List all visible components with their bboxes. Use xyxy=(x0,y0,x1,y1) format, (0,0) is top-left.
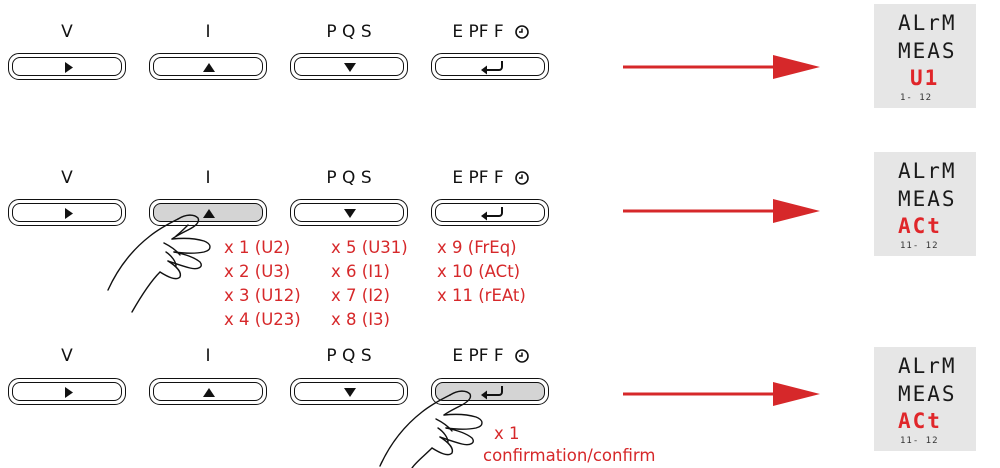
display-line-1: ALrM xyxy=(898,11,957,35)
press-count-item: x 10 (ACt) xyxy=(437,262,521,281)
press-count-item: x 1 (U2) xyxy=(224,238,291,257)
button-label-epff: E PF F xyxy=(452,168,504,188)
confirm-count: x 1 xyxy=(494,424,520,443)
display-line-1: ALrM xyxy=(898,354,957,378)
epff-button[interactable] xyxy=(431,199,549,226)
play-icon xyxy=(65,62,73,73)
display-line-3: ACt xyxy=(898,409,942,433)
display-line-3: ACt xyxy=(898,214,942,238)
button-label-epff: E PF F xyxy=(452,22,504,42)
clock-icon xyxy=(515,25,529,39)
press-count-item: x 7 (I2) xyxy=(331,286,390,305)
pqs-button[interactable] xyxy=(290,199,408,226)
button-label-pqs: P Q S xyxy=(326,346,372,366)
button-label-v: V xyxy=(61,168,73,188)
display-line-2: MEAS xyxy=(898,382,957,406)
up-arrow-icon xyxy=(203,63,215,72)
confirm-label: confirmation/confirm xyxy=(483,446,656,465)
lcd-display: ALrM MEAS ACt 11- 12 xyxy=(874,152,976,256)
i-button-pressed[interactable] xyxy=(149,199,267,226)
display-range: 1- 12 xyxy=(900,93,933,103)
v-button[interactable] xyxy=(8,53,126,80)
up-arrow-icon xyxy=(203,388,215,397)
red-arrow-icon xyxy=(623,55,820,79)
press-count-item: x 8 (I3) xyxy=(331,310,390,329)
lcd-display: ALrM MEAS ACt 11- 12 xyxy=(874,347,976,451)
enter-return-icon xyxy=(481,61,503,75)
press-count-item: x 4 (U23) xyxy=(224,310,301,329)
epff-button[interactable] xyxy=(431,53,549,80)
down-arrow-icon xyxy=(344,63,356,72)
press-count-item: x 11 (rEAt) xyxy=(437,286,526,305)
v-button[interactable] xyxy=(8,199,126,226)
press-count-item: x 2 (U3) xyxy=(224,262,291,281)
down-arrow-icon xyxy=(344,209,356,218)
button-label-pqs: P Q S xyxy=(326,22,372,42)
i-button[interactable] xyxy=(149,53,267,80)
display-range: 11- 12 xyxy=(900,436,939,446)
display-line-1: ALrM xyxy=(898,159,957,183)
red-arrow-icon xyxy=(623,199,820,223)
display-line-2: MEAS xyxy=(898,39,957,63)
button-label-pqs: P Q S xyxy=(326,168,372,188)
play-icon xyxy=(65,208,73,219)
display-range: 11- 12 xyxy=(900,241,939,251)
i-button[interactable] xyxy=(149,378,267,405)
clock-icon xyxy=(515,171,529,185)
button-label-v: V xyxy=(61,346,73,366)
press-count-item: x 9 (FrEq) xyxy=(437,238,517,257)
press-count-item: x 6 (I1) xyxy=(331,262,390,281)
press-count-item: x 5 (U31) xyxy=(331,238,408,257)
down-arrow-icon xyxy=(344,388,356,397)
pressing-hand-icon xyxy=(107,214,211,313)
display-line-3: U1 xyxy=(910,66,940,90)
button-label-i: I xyxy=(205,22,211,42)
press-count-item: x 3 (U12) xyxy=(224,286,301,305)
lcd-display: ALrM MEAS U1 1- 12 xyxy=(874,4,976,108)
button-label-epff: E PF F xyxy=(452,346,504,366)
epff-button-pressed[interactable] xyxy=(431,378,549,405)
display-line-2: MEAS xyxy=(898,187,957,211)
enter-return-icon xyxy=(481,386,503,400)
pqs-button[interactable] xyxy=(290,53,408,80)
enter-return-icon xyxy=(481,207,503,221)
up-arrow-icon xyxy=(203,209,215,218)
button-label-v: V xyxy=(61,22,73,42)
clock-icon xyxy=(515,349,529,363)
v-button[interactable] xyxy=(8,378,126,405)
button-label-i: I xyxy=(205,346,211,366)
play-icon xyxy=(65,387,73,398)
button-label-i: I xyxy=(205,168,211,188)
red-arrow-icon xyxy=(623,382,820,406)
pqs-button[interactable] xyxy=(290,378,408,405)
